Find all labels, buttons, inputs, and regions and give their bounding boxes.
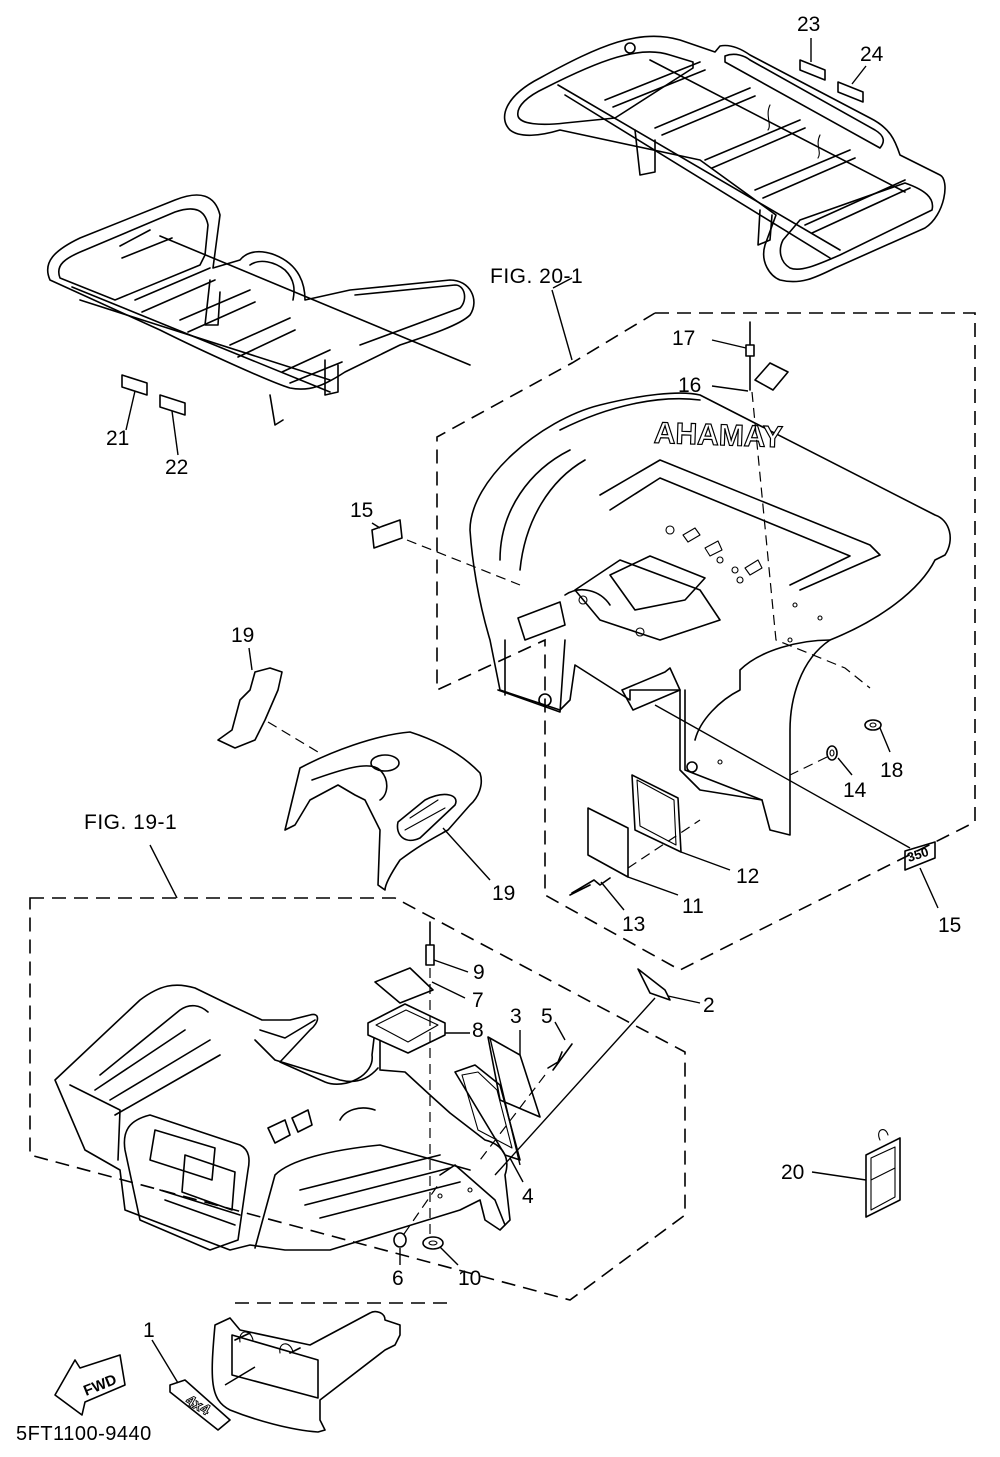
callout-22: 22	[165, 456, 189, 479]
callout-17: 17	[672, 327, 696, 350]
callout-20: 20	[781, 1161, 805, 1184]
decal-15-upper-shape	[371, 519, 403, 549]
callout-9: 9	[473, 961, 485, 984]
callout-2: 2	[703, 994, 715, 1017]
rear-fender	[469, 392, 951, 836]
fwd-arrow-shape	[54, 1354, 126, 1416]
callout-7: 7	[472, 989, 484, 1012]
callout-15-upper: 15	[350, 499, 374, 522]
part-number: 5FT1100-9440	[16, 1423, 152, 1445]
yamaha-decal-text: YAMAHA	[653, 417, 783, 454]
fig-20-1-boundary	[436, 312, 976, 971]
callout-4: 4	[522, 1185, 534, 1208]
front-fender	[54, 984, 511, 1251]
callout-21: 21	[106, 427, 130, 450]
fig-20-1-label[interactable]: FIG. 20-1	[490, 265, 584, 288]
callout-18: 18	[880, 759, 904, 782]
callout-1: 1	[143, 1319, 155, 1342]
callout-19-cover: 19	[492, 882, 516, 905]
decal-21-shape	[121, 374, 148, 396]
decal-19-shape	[217, 667, 283, 749]
callout-6: 6	[392, 1267, 404, 1290]
callout-24: 24	[860, 43, 884, 66]
fig-19-1-boundary	[29, 897, 686, 1301]
callout-5: 5	[541, 1005, 553, 1028]
decal-24-shape	[837, 81, 864, 103]
decal-23-shape	[799, 59, 826, 81]
callout-14: 14	[843, 779, 867, 802]
rivet-17-shape	[745, 321, 755, 391]
callout-15-lower: 15	[938, 914, 962, 937]
fig-19-1-label[interactable]: FIG. 19-1	[84, 811, 178, 834]
callout-10: 10	[458, 1267, 482, 1290]
callout-11: 11	[682, 895, 704, 918]
side-cover-19	[284, 731, 483, 891]
callout-12: 12	[736, 865, 760, 888]
callout-3: 3	[510, 1005, 522, 1028]
callout-23: 23	[797, 13, 821, 36]
four-by-four-decal-text: 4x4	[183, 1392, 214, 1420]
rear-carrier	[503, 35, 946, 283]
decal-15-350-shape	[904, 841, 936, 871]
front-carrier	[46, 194, 475, 426]
callout-8: 8	[472, 1019, 484, 1042]
headlight-panel	[211, 1310, 401, 1433]
decal-22-shape	[159, 394, 186, 416]
callout-16: 16	[678, 374, 702, 397]
callout-13: 13	[622, 913, 646, 936]
callout-19-decal: 19	[231, 624, 255, 647]
